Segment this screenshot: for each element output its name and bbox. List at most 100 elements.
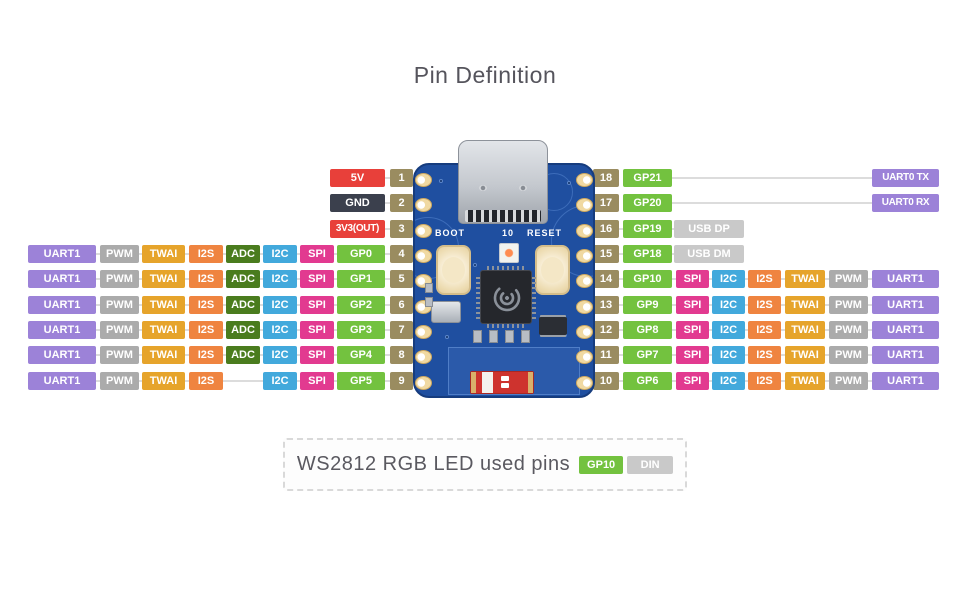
gpio-badge-gp4: GP4 bbox=[337, 346, 385, 364]
power-badge-3v3(out): 3V3(OUT) bbox=[330, 220, 385, 238]
passive-component bbox=[425, 283, 433, 293]
connector-wire bbox=[623, 177, 939, 179]
pin-number-badge-2: 2 bbox=[390, 194, 413, 212]
via bbox=[439, 179, 443, 183]
ws2812-legend: WS2812 RGB LED used pins GP10 DIN bbox=[283, 438, 687, 491]
regulator-chip bbox=[539, 317, 567, 335]
passive-component bbox=[473, 330, 482, 343]
board-pad-right bbox=[576, 325, 593, 339]
function-badge-i2s: I2S bbox=[748, 321, 781, 339]
function-badge-twai: TWAI bbox=[142, 346, 185, 364]
antenna-stripe bbox=[482, 372, 493, 393]
function-badge-twai: TWAI bbox=[142, 270, 185, 288]
function-badge-uart1: UART1 bbox=[872, 270, 939, 288]
function-badge-i2c: I2C bbox=[263, 372, 297, 390]
function-badge-twai: TWAI bbox=[142, 245, 185, 263]
function-badge-spi: SPI bbox=[300, 372, 334, 390]
gpio-badge-gp0: GP0 bbox=[337, 245, 385, 263]
function-badge-twai: TWAI bbox=[142, 321, 185, 339]
function-badge-pwm: PWM bbox=[829, 270, 868, 288]
ws2812-rgb-led bbox=[499, 243, 519, 263]
function-badge-i2c: I2C bbox=[712, 346, 745, 364]
function-badge-i2c: I2C bbox=[263, 346, 297, 364]
function-badge-spi: SPI bbox=[676, 372, 709, 390]
function-badge-spi: SPI bbox=[676, 270, 709, 288]
function-badge-pwm: PWM bbox=[100, 346, 139, 364]
tag-badge-uart0-tx: UART0 TX bbox=[872, 169, 939, 187]
function-badge-i2c: I2C bbox=[263, 296, 297, 314]
function-badge-adc: ADC bbox=[226, 296, 260, 314]
function-badge-i2s: I2S bbox=[748, 296, 781, 314]
board-pad-left bbox=[415, 224, 432, 238]
usb-connector-detail bbox=[479, 185, 487, 191]
crystal-oscillator bbox=[431, 301, 461, 323]
function-badge-i2s: I2S bbox=[189, 296, 223, 314]
function-badge-spi: SPI bbox=[300, 321, 334, 339]
function-badge-i2c: I2C bbox=[712, 296, 745, 314]
function-badge-spi: SPI bbox=[300, 270, 334, 288]
pin-number-badge-4: 4 bbox=[390, 245, 413, 263]
board-pad-left bbox=[415, 173, 432, 187]
legend-din-badge: DIN bbox=[627, 455, 674, 474]
passive-component bbox=[489, 330, 498, 343]
pin-number-badge-11: 11 bbox=[593, 346, 619, 364]
connector-wire bbox=[623, 202, 939, 204]
pin-number-badge-13: 13 bbox=[593, 296, 619, 314]
gpio-badge-gp9: GP9 bbox=[623, 296, 672, 314]
board-pad-right bbox=[576, 300, 593, 314]
function-badge-uart1: UART1 bbox=[872, 372, 939, 390]
function-badge-uart1: UART1 bbox=[28, 372, 96, 390]
gpio-badge-gp5: GP5 bbox=[337, 372, 385, 390]
passive-component bbox=[425, 297, 433, 307]
via bbox=[445, 335, 449, 339]
pin-number-badge-12: 12 bbox=[593, 321, 619, 339]
function-badge-adc: ADC bbox=[226, 346, 260, 364]
function-badge-twai: TWAI bbox=[785, 296, 825, 314]
passive-component bbox=[521, 330, 530, 343]
pin-number-badge-16: 16 bbox=[593, 220, 619, 238]
board-center-label: 10 bbox=[501, 228, 514, 238]
function-badge-i2c: I2C bbox=[263, 321, 297, 339]
function-badge-twai: TWAI bbox=[785, 321, 825, 339]
function-badge-uart1: UART1 bbox=[28, 270, 96, 288]
function-badge-i2s: I2S bbox=[189, 245, 223, 263]
function-badge-i2c: I2C bbox=[712, 372, 745, 390]
pin-number-badge-18: 18 bbox=[593, 169, 619, 187]
function-badge-pwm: PWM bbox=[829, 372, 868, 390]
pin-number-badge-5: 5 bbox=[390, 270, 413, 288]
boot-button bbox=[436, 245, 471, 295]
board-pad-left bbox=[415, 198, 432, 212]
pin-number-badge-8: 8 bbox=[390, 346, 413, 364]
reset-label: RESET bbox=[527, 228, 563, 238]
function-badge-uart1: UART1 bbox=[28, 296, 96, 314]
board-pad-left bbox=[415, 325, 432, 339]
pin-number-badge-10: 10 bbox=[593, 372, 619, 390]
function-badge-pwm: PWM bbox=[100, 296, 139, 314]
board-pad-right bbox=[576, 224, 593, 238]
gpio-badge-gp3: GP3 bbox=[337, 321, 385, 339]
function-badge-pwm: PWM bbox=[100, 372, 139, 390]
board-pad-right bbox=[576, 274, 593, 288]
function-badge-adc: ADC bbox=[226, 245, 260, 263]
antenna-marking bbox=[501, 376, 509, 388]
board-pad-right bbox=[576, 173, 593, 187]
chip-pins bbox=[532, 277, 536, 319]
function-badge-spi: SPI bbox=[676, 321, 709, 339]
function-badge-uart1: UART1 bbox=[28, 346, 96, 364]
pin-number-badge-17: 17 bbox=[593, 194, 619, 212]
usb-connector-detail bbox=[519, 185, 527, 191]
function-badge-uart1: UART1 bbox=[28, 245, 96, 263]
function-badge-uart1: UART1 bbox=[28, 321, 96, 339]
function-badge-i2c: I2C bbox=[712, 270, 745, 288]
pin-number-badge-7: 7 bbox=[390, 321, 413, 339]
gpio-badge-gp21: GP21 bbox=[623, 169, 672, 187]
function-badge-i2c: I2C bbox=[712, 321, 745, 339]
function-badge-twai: TWAI bbox=[142, 296, 185, 314]
